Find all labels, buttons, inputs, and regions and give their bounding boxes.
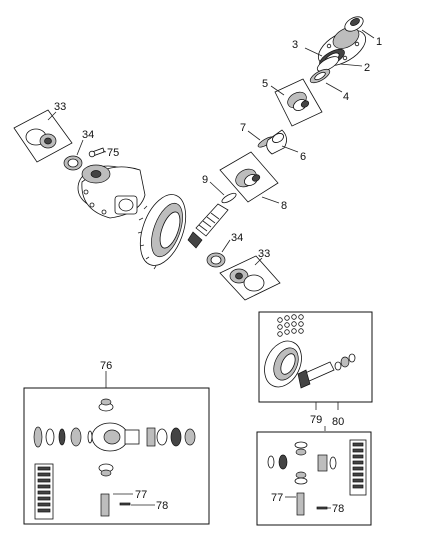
ring-pinion-kit-panel — [258, 311, 373, 403]
side-bearing-kit-right — [219, 255, 281, 301]
callout-78-left: 78 — [156, 500, 168, 512]
side-shim-right — [206, 252, 226, 268]
callout-34-right: 34 — [231, 232, 243, 244]
callout-80: 80 — [332, 416, 344, 428]
kit-bolts — [277, 314, 304, 337]
callout-8: 8 — [281, 200, 287, 212]
callout-4: 4 — [343, 91, 349, 103]
callout-1: 1 — [376, 36, 382, 48]
differential-case — [77, 164, 146, 219]
kit-bolts-column — [34, 463, 54, 520]
callout-79: 79 — [310, 414, 322, 426]
callout-3: 3 — [292, 39, 298, 51]
callout-78-right: 78 — [332, 503, 344, 515]
side-shim-left — [63, 155, 83, 171]
side-bearing-kit-left — [13, 109, 73, 163]
collapsible-spacer — [266, 129, 287, 155]
washer — [309, 68, 331, 84]
oil-slinger — [316, 56, 340, 72]
callout-75: 75 — [107, 147, 119, 159]
ring-and-pinion-gear — [137, 194, 229, 270]
callout-33-top: 33 — [54, 101, 66, 113]
bolt — [88, 147, 105, 158]
callout-33-right: 33 — [258, 248, 270, 260]
callout-77-right: 77 — [271, 492, 283, 504]
callout-34-top: 34 — [82, 129, 94, 141]
callout-6: 6 — [300, 151, 306, 163]
pinion-baffle — [221, 192, 237, 204]
callout-7: 7 — [240, 122, 246, 134]
pinion-bearing-kit — [274, 78, 323, 127]
callout-9: 9 — [202, 174, 208, 186]
differential-kit-panel — [23, 387, 210, 525]
callout-5: 5 — [262, 78, 268, 90]
differential-gear-kit-panel — [256, 431, 372, 526]
callout-77-left: 77 — [135, 489, 147, 501]
callout-76: 76 — [100, 360, 112, 372]
pinion-bearing-kit-lower — [219, 151, 279, 203]
callout-2: 2 — [364, 62, 370, 74]
